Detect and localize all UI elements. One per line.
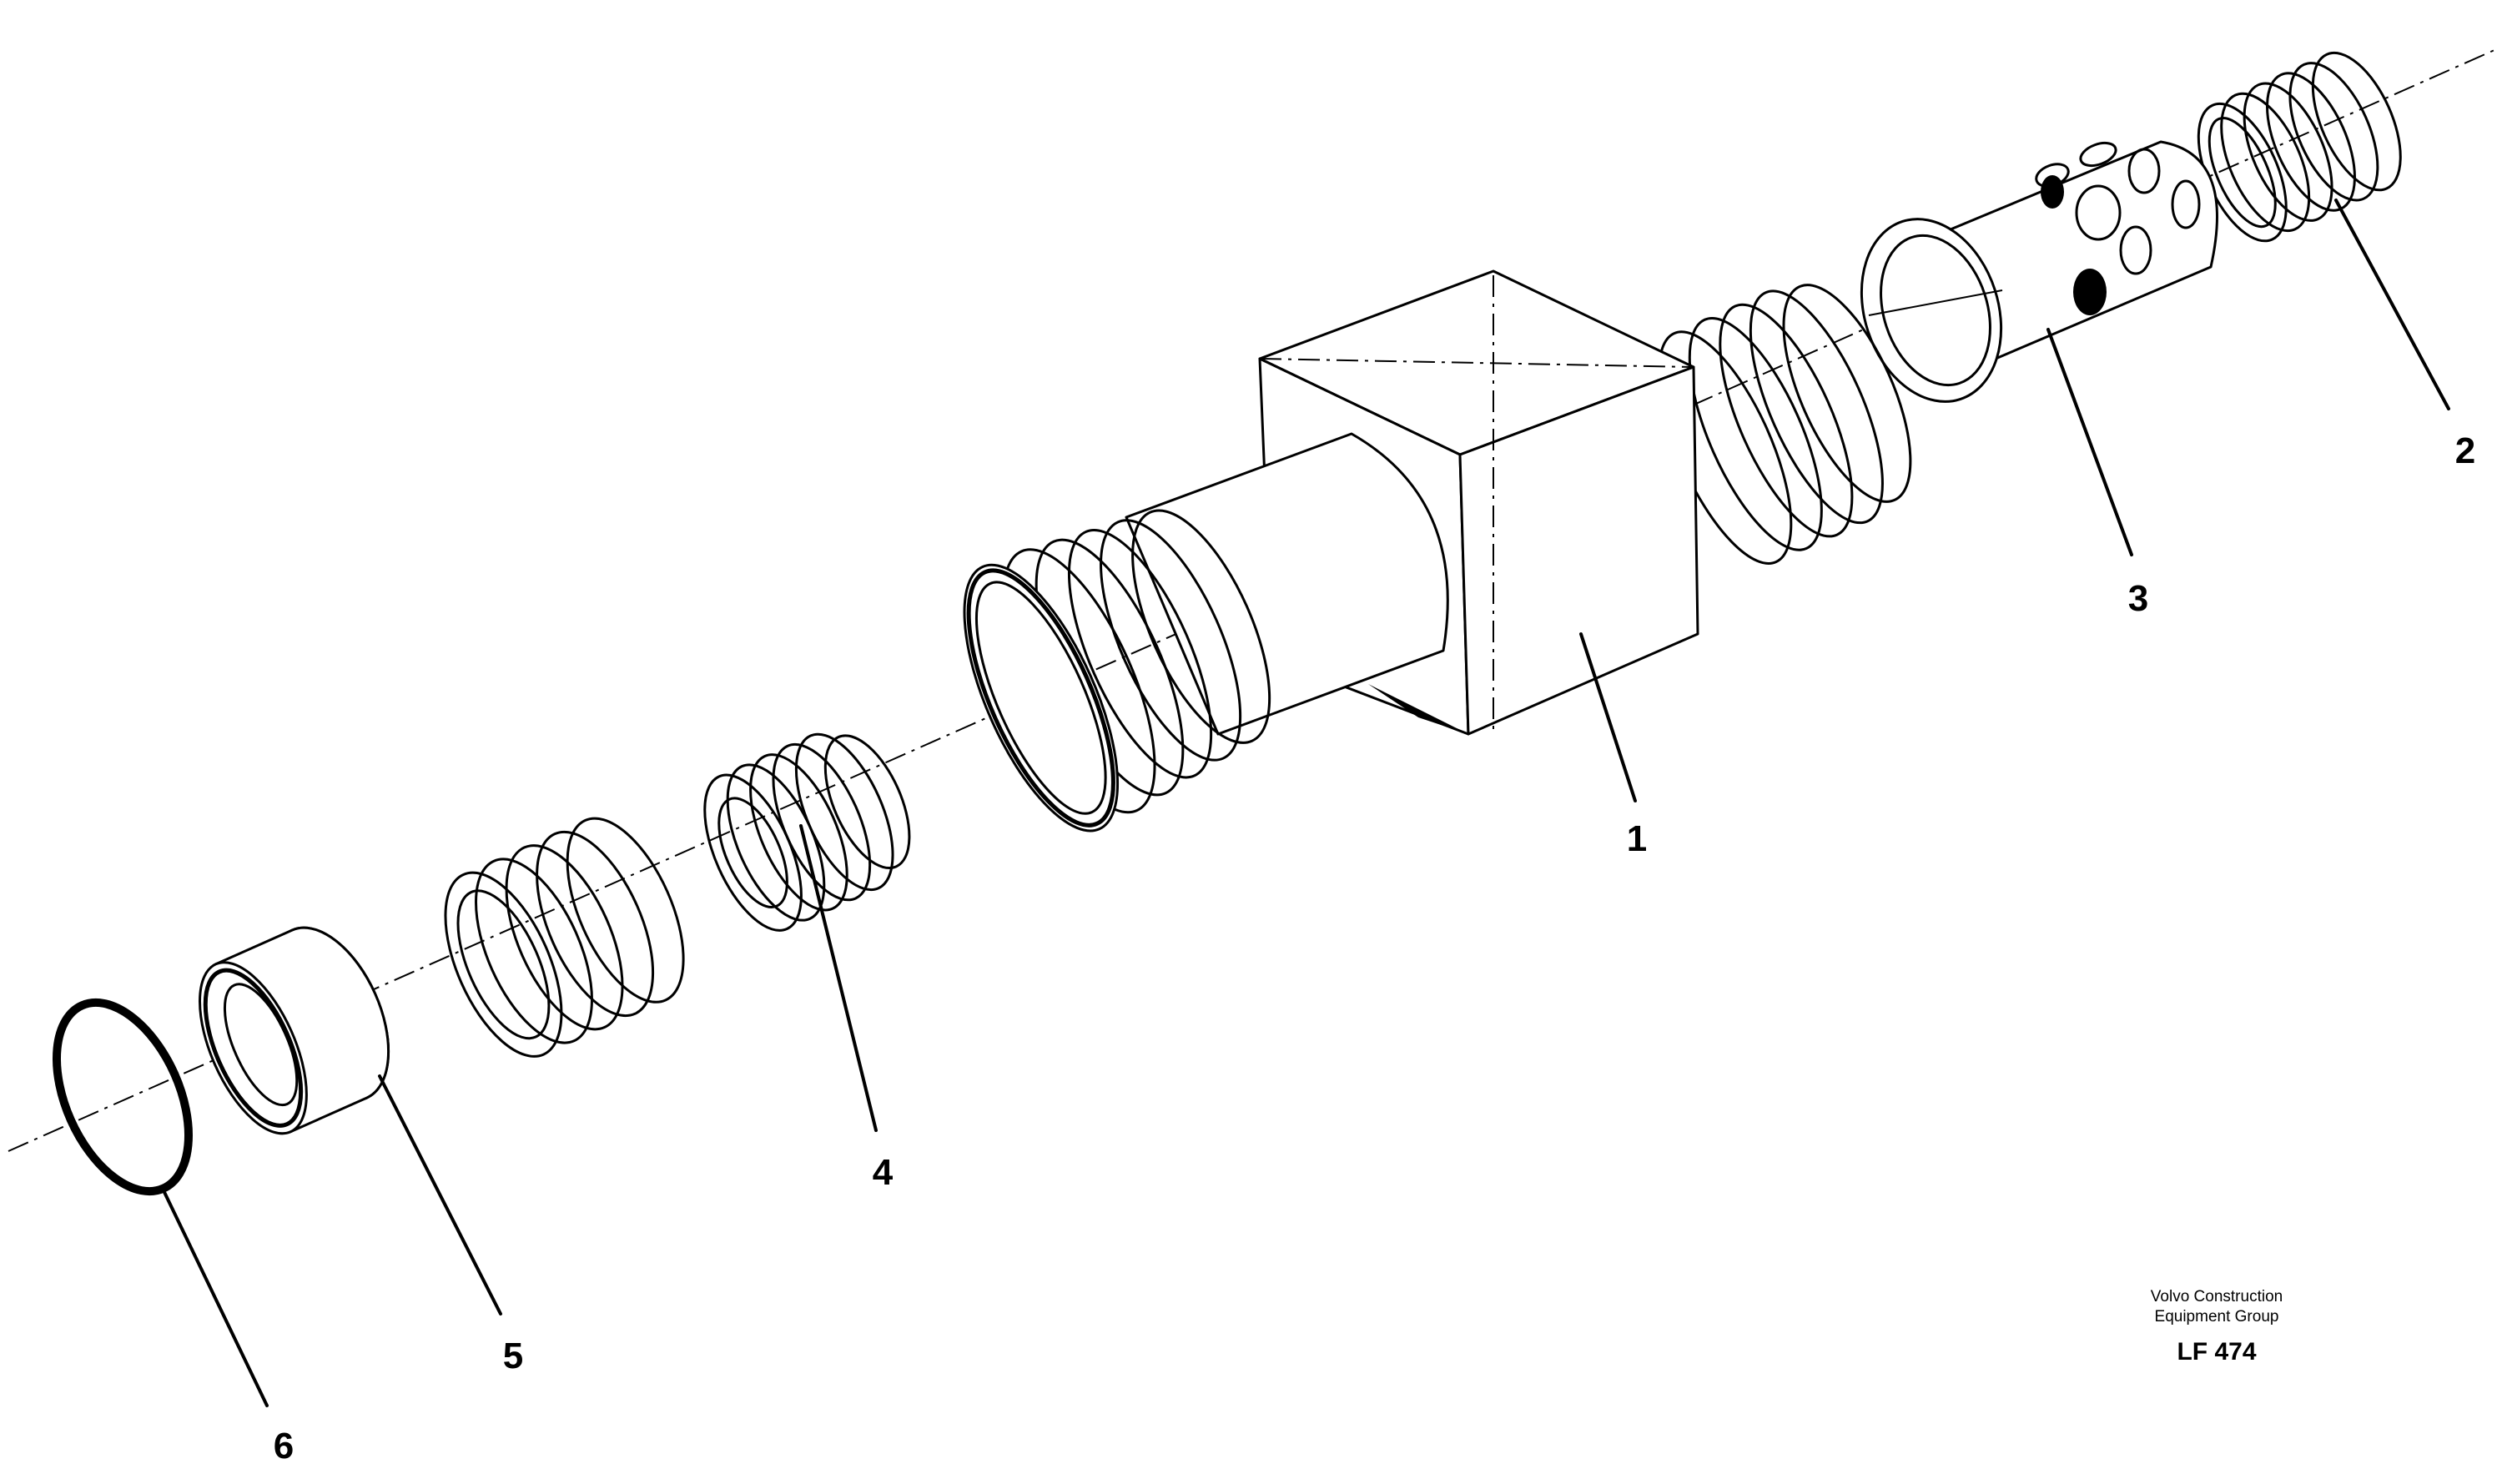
company-line-2: Equipment Group (2155, 1308, 2279, 1326)
company-line-1: Volvo Construction (2151, 1288, 2283, 1305)
callout-1: 1 (1627, 818, 1647, 859)
part-5-cap (199, 926, 390, 1135)
callout-3: 3 (2128, 578, 2148, 619)
part-1-valve-body (963, 269, 1912, 833)
figure-code: LF 474 (2177, 1338, 2256, 1366)
part-6-o-ring (52, 998, 194, 1196)
callout-4: 4 (873, 1152, 894, 1193)
footer-credit: Volvo Construction Equipment Group LF 47… (2151, 1288, 2283, 1366)
callout-labels: 1 2 3 4 5 6 (274, 430, 2475, 1466)
callout-5: 5 (503, 1336, 523, 1376)
callout-6: 6 (274, 1426, 294, 1466)
callout-2: 2 (2455, 430, 2475, 471)
leader-lines (161, 199, 2450, 1407)
part-4-spring-assembly (444, 732, 911, 1058)
part-3-perforated-sleeve (1860, 140, 2218, 403)
